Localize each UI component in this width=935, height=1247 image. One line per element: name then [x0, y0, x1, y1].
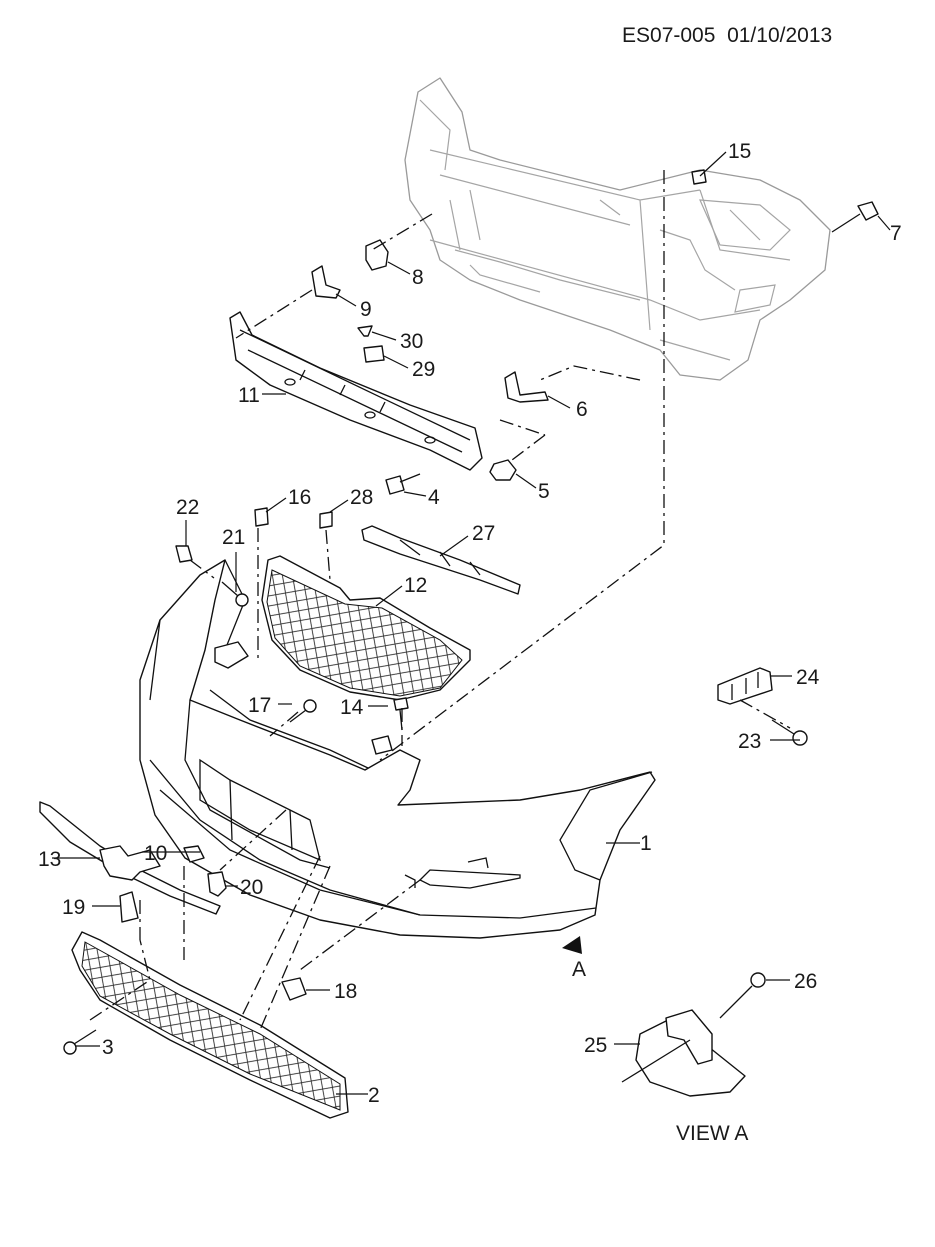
- pushpin-30: [357, 325, 373, 337]
- callout-28: 28: [350, 486, 373, 509]
- bracket-9: [311, 265, 341, 299]
- clip-8: [365, 239, 389, 271]
- document-code: ES07-005: [622, 24, 716, 47]
- leader-lines: [52, 151, 891, 1095]
- callout-2: 2: [368, 1084, 380, 1107]
- callout-22: 22: [176, 496, 199, 519]
- callout-21: 21: [222, 526, 245, 549]
- callout-17: 17: [248, 694, 271, 717]
- radiator-support-structure: [404, 77, 831, 381]
- clip-29: [363, 345, 385, 363]
- callout-9: 9: [360, 298, 372, 321]
- callout-16: 16: [288, 486, 311, 509]
- bracket-6: [504, 371, 549, 403]
- callout-7: 7: [890, 222, 902, 245]
- bolt-14: [393, 697, 409, 731]
- lower-grille-2: [71, 931, 349, 1119]
- callout-27: 27: [472, 522, 495, 545]
- callout-30: 30: [400, 330, 423, 353]
- view-a-title: VIEW A: [676, 1122, 748, 1145]
- impact-bar-11: [229, 311, 483, 471]
- emblem-strip-13: [39, 801, 221, 915]
- callout-4: 4: [428, 486, 440, 509]
- callout-23: 23: [738, 730, 761, 753]
- callout-10: 10: [144, 842, 167, 865]
- screw-26: [719, 972, 766, 1019]
- callout-24: 24: [796, 666, 820, 689]
- view-a-bracket-25: [621, 1009, 746, 1097]
- callout-labels: 1 2 3 4 5 6 7 8 9 10 11 12 13 14 15 16 1…: [38, 140, 902, 1145]
- bolt-4: [385, 473, 421, 495]
- callout-3: 3: [102, 1036, 114, 1059]
- clip-10: [183, 845, 205, 863]
- grille-bracket-27: [361, 525, 521, 595]
- callout-11: 11: [238, 384, 260, 407]
- bumper-fascia-1: [139, 559, 656, 939]
- screw-3: [63, 1029, 97, 1055]
- screw-23: [771, 719, 808, 746]
- callout-6: 6: [576, 398, 588, 421]
- document-header: ES07-005 01/10/2013: [622, 24, 832, 48]
- callout-25: 25: [584, 1034, 607, 1057]
- cover-18: [281, 977, 307, 1001]
- callout-26: 26: [794, 970, 817, 993]
- clip-28: [319, 511, 333, 529]
- retainer-20: [207, 871, 227, 897]
- view-a-arrow-label: A: [572, 958, 586, 981]
- nut-5: [489, 459, 517, 481]
- clip-16: [254, 507, 269, 527]
- callout-14: 14: [340, 696, 364, 719]
- assembly-dash-lines: [89, 170, 791, 1031]
- callout-29: 29: [412, 358, 435, 381]
- callout-15: 15: [728, 140, 751, 163]
- callout-20: 20: [240, 876, 263, 899]
- callout-13: 13: [38, 848, 61, 871]
- screw-17: [289, 699, 317, 723]
- callout-1: 1: [640, 832, 652, 855]
- view-a-arrow: [562, 936, 582, 954]
- callout-19: 19: [62, 896, 85, 919]
- bracket-24: [717, 667, 773, 705]
- cover-19: [119, 891, 139, 923]
- bolt-7: [831, 201, 879, 233]
- screw-21: [221, 581, 249, 607]
- callout-12: 12: [404, 574, 427, 597]
- callout-8: 8: [412, 266, 424, 289]
- callout-18: 18: [334, 980, 357, 1003]
- clip-22: [175, 545, 193, 563]
- document-date: 01/10/2013: [727, 24, 833, 47]
- upper-grille-12: [261, 555, 471, 701]
- callout-5: 5: [538, 480, 550, 503]
